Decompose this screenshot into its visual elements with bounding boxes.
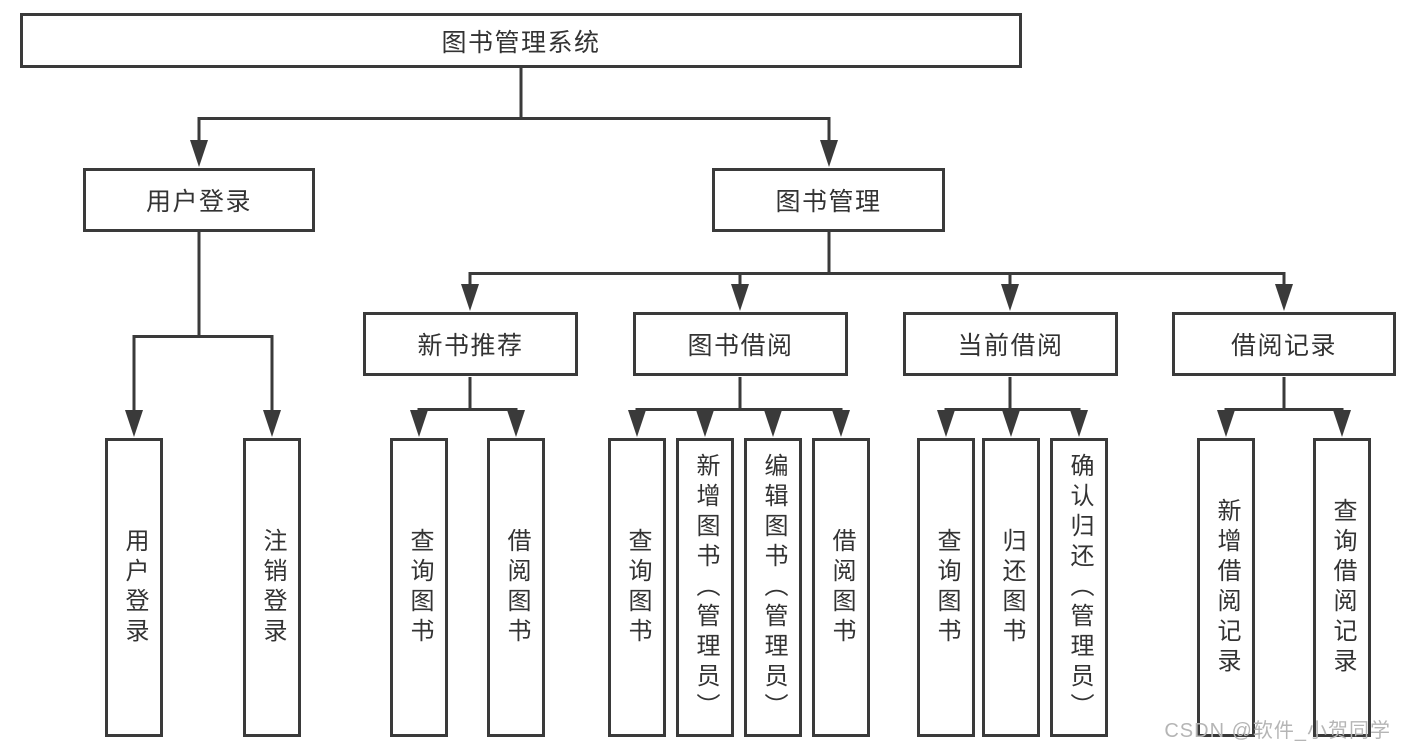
leaf-current-query-books-label: 查询图书 <box>933 527 960 648</box>
leaf-newbooks-query-books: 查询图书 <box>390 438 448 737</box>
leaf-newbooks-query-books-label: 查询图书 <box>406 527 433 648</box>
arrowhead-current-borrowing <box>1001 284 1019 311</box>
node-borrowing-records-label: 借阅记录 <box>1230 332 1337 360</box>
node-library-system: 图书管理系统 <box>20 13 1022 68</box>
connector-user-login-to-leaves <box>132 232 274 412</box>
leaf-borrow-edit-books-admin: 编辑图书（管理员） <box>744 438 802 737</box>
arrowhead-leaf-records-add <box>1217 410 1235 437</box>
arrowheads <box>125 140 1351 437</box>
arrowhead-leaf-current-return <box>1002 410 1020 437</box>
arrowhead-book-borrowing <box>731 284 749 311</box>
arrowhead-leaf-current-query <box>937 410 955 437</box>
arrowhead-user-login <box>190 140 208 167</box>
leaf-records-add-record-label: 新增借阅记录 <box>1213 497 1240 678</box>
leaf-user-login: 用户登录 <box>105 438 163 737</box>
leaf-newbooks-borrow-books: 借阅图书 <box>487 438 545 737</box>
leaf-logout: 注销登录 <box>243 438 301 737</box>
node-user-login-label: 用户登录 <box>145 188 252 216</box>
connector-root-to-level2 <box>197 68 831 142</box>
connector-new-book-recommendation-to-leaves <box>417 377 518 412</box>
leaf-borrow-add-books-admin-label: 新增图书（管理员） <box>692 452 719 723</box>
node-current-borrowing: 当前借阅 <box>903 312 1118 376</box>
arrowhead-leaf-records-query <box>1333 410 1351 437</box>
arrowhead-leaf-borrow-edit <box>764 410 782 437</box>
arrowhead-leaf-borrow-query <box>628 410 646 437</box>
connector-current-borrowing-to-leaves <box>944 377 1081 412</box>
arrowhead-book-management <box>820 140 838 167</box>
arrowhead-borrowing-records <box>1275 284 1293 311</box>
arrowhead-leaf-borrow-add <box>696 410 714 437</box>
connector-borrowing-records-to-leaves <box>1224 377 1344 412</box>
arrowhead-leaf-user-login <box>125 410 143 437</box>
leaf-user-login-label: 用户登录 <box>121 527 148 648</box>
connector-book-management-to-level3 <box>468 232 1286 286</box>
leaf-borrow-borrow-books: 借阅图书 <box>812 438 870 737</box>
node-book-management: 图书管理 <box>712 168 945 232</box>
node-book-borrowing-label: 图书借阅 <box>687 332 794 360</box>
arrowhead-leaf-newbooks-query <box>410 410 428 437</box>
leaf-borrow-add-books-admin: 新增图书（管理员） <box>676 438 734 737</box>
node-new-book-recommendation-label: 新书推荐 <box>417 332 524 360</box>
node-book-borrowing: 图书借阅 <box>633 312 848 376</box>
arrowhead-leaf-current-confirm <box>1070 410 1088 437</box>
leaf-records-query-record: 查询借阅记录 <box>1313 438 1371 737</box>
node-borrowing-records: 借阅记录 <box>1172 312 1396 376</box>
leaf-current-query-books: 查询图书 <box>917 438 975 737</box>
leaf-borrow-query-books-label: 查询图书 <box>624 527 651 648</box>
leaf-newbooks-borrow-books-label: 借阅图书 <box>503 527 530 648</box>
leaf-current-return-books: 归还图书 <box>982 438 1040 737</box>
leaf-borrow-edit-books-admin-label: 编辑图书（管理员） <box>760 452 787 723</box>
arrowhead-leaf-newbooks-borrow <box>507 410 525 437</box>
leaf-logout-label: 注销登录 <box>259 527 286 648</box>
node-new-book-recommendation: 新书推荐 <box>363 312 578 376</box>
leaf-records-add-record: 新增借阅记录 <box>1197 438 1255 737</box>
node-user-login: 用户登录 <box>83 168 315 232</box>
node-library-system-label: 图书管理系统 <box>441 28 601 57</box>
leaf-current-return-books-label: 归还图书 <box>998 527 1025 648</box>
leaf-current-confirm-return-admin: 确认归还（管理员） <box>1050 438 1108 737</box>
connector-book-borrowing-to-leaves <box>635 377 843 412</box>
leaf-borrow-query-books: 查询图书 <box>608 438 666 737</box>
watermark-text: CSDN @软件_小贺同学 <box>1164 720 1391 742</box>
arrowhead-leaf-logout <box>263 410 281 437</box>
arrowhead-new-book-recommendation <box>461 284 479 311</box>
node-current-borrowing-label: 当前借阅 <box>957 332 1064 360</box>
arrowhead-leaf-borrow-borrow <box>832 410 850 437</box>
leaf-records-query-record-label: 查询借阅记录 <box>1329 497 1356 678</box>
leaf-borrow-borrow-books-label: 借阅图书 <box>828 527 855 648</box>
node-book-management-label: 图书管理 <box>775 188 882 216</box>
leaf-current-confirm-return-admin-label: 确认归还（管理员） <box>1066 452 1093 723</box>
